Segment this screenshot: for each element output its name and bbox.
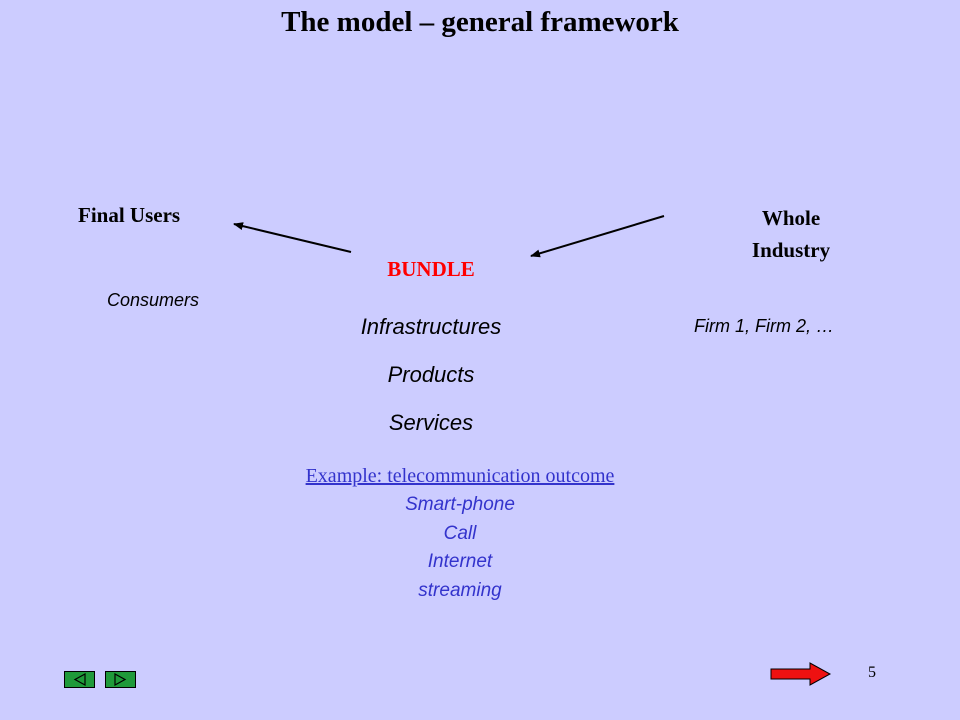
red-arrow-right-icon[interactable]	[770, 662, 832, 686]
next-slide-button[interactable]	[105, 671, 136, 688]
whole-industry-line1: Whole	[761, 206, 821, 230]
example-item-internet: Internet	[427, 551, 493, 572]
bundle-label: BUNDLE	[387, 257, 475, 281]
example-item-streaming: streaming	[418, 580, 502, 601]
triangle-left-icon	[73, 672, 86, 687]
example-heading-link[interactable]: Example: telecommunication outcome	[305, 465, 615, 487]
arrow-bundle-to-final-users	[233, 222, 352, 253]
whole-industry-line2: Industry	[751, 238, 831, 262]
slide-title: The model – general framework	[281, 6, 679, 38]
page-number: 5	[868, 664, 876, 681]
bundle-item-services: Services	[388, 410, 474, 435]
bundle-item-infrastructures: Infrastructures	[360, 314, 502, 339]
consumers-label: Consumers	[107, 290, 200, 310]
whole-industry-label: Whole Industry	[720, 202, 862, 266]
example-item-smartphone: Smart-phone	[405, 494, 515, 515]
prev-slide-button[interactable]	[64, 671, 95, 688]
example-item-call: Call	[443, 523, 477, 544]
firms-label: Firm 1, Firm 2, …	[694, 316, 834, 336]
triangle-right-icon	[114, 672, 127, 687]
final-users-label: Final Users	[78, 203, 181, 227]
bundle-item-products: Products	[387, 362, 475, 387]
arrow-industry-to-bundle	[530, 215, 665, 258]
